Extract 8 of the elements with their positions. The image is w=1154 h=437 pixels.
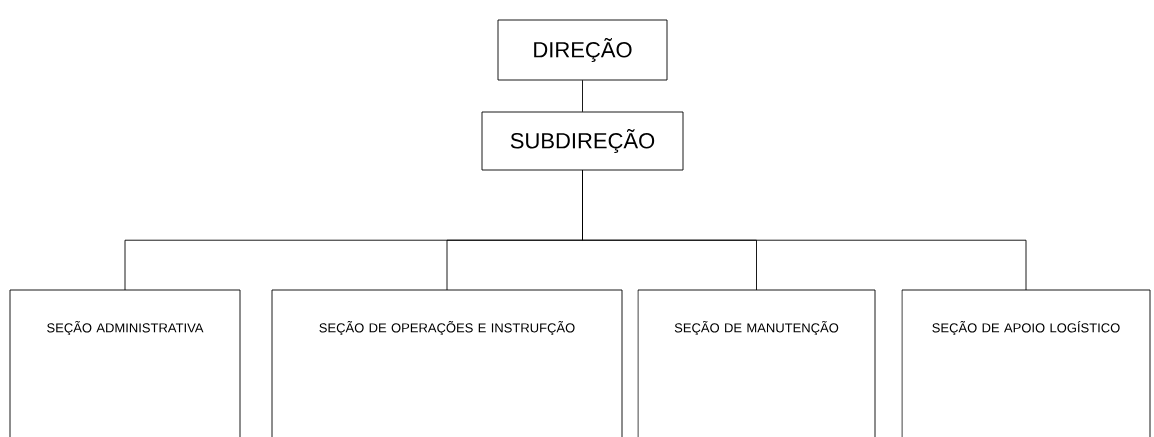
- org-box: DIREÇÃO: [497, 19, 668, 81]
- connector-line: [582, 79, 583, 113]
- org-box: SEÇÃO DE OPERAÇÕES E INSTRUFÇÃO: [271, 289, 623, 437]
- org-box: SEÇÃO DE APOIO LOGÍSTICO: [901, 289, 1151, 437]
- org-box: SEÇÃO DE MANUTENÇÃO: [637, 289, 876, 437]
- org-box: SUBDIREÇÃO: [481, 111, 684, 171]
- connector-line: [582, 169, 1027, 291]
- org-box: SEÇÃO ADMINISTRATIVA: [9, 289, 241, 437]
